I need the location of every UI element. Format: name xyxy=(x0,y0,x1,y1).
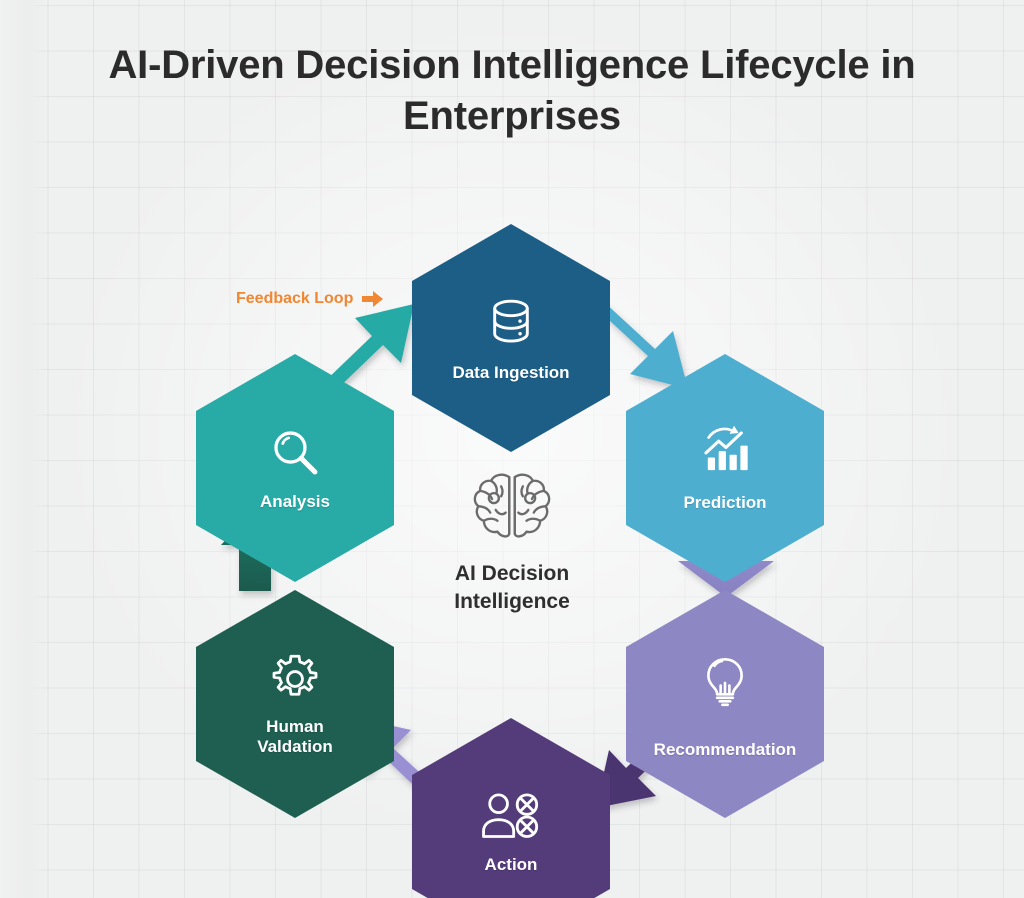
stage-label: Recommendation xyxy=(653,740,797,759)
background-left-band xyxy=(0,0,48,898)
center-label-line-1: AI Decision xyxy=(454,562,570,585)
stage-label: Action xyxy=(484,854,538,874)
arrow-right-icon xyxy=(362,291,384,307)
center-node: AI Decision Intelligence xyxy=(362,470,662,617)
feedback-loop-annotation: Feedback Loop xyxy=(236,290,384,308)
stage-analysis[interactable]: Analysis xyxy=(196,354,394,582)
bar-chart-trend-icon xyxy=(696,423,754,481)
user-settings-icon xyxy=(480,789,542,845)
stage-label: Data Ingestion xyxy=(452,362,570,382)
stage-label-line-1: Human xyxy=(266,716,324,736)
stage-prediction[interactable]: Prediction xyxy=(626,354,824,582)
stage-action[interactable]: Action xyxy=(412,718,610,898)
stage-label: Prediction xyxy=(683,492,767,512)
stage-human-validation[interactable]: Human Valdation xyxy=(196,590,394,818)
center-label-line-2: Intelligence xyxy=(454,590,570,614)
stage-label: Analysis xyxy=(260,491,330,511)
gear-icon xyxy=(267,651,323,707)
center-label: AI Decision Intelligence xyxy=(362,560,662,617)
database-icon xyxy=(482,293,540,351)
stage-label-line-2: Valdation xyxy=(257,737,333,756)
stage-data-ingestion[interactable]: Data Ingestion xyxy=(412,224,610,452)
stage-recommendation[interactable]: Recommendation xyxy=(626,590,824,818)
stage-label: Human Valdation xyxy=(257,717,333,757)
lightbulb-icon xyxy=(697,654,753,710)
brain-icon xyxy=(362,470,662,548)
page-title: AI-Driven Decision Intelligence Lifecycl… xyxy=(108,43,916,139)
feedback-loop-label: Feedback Loop xyxy=(236,290,354,307)
magnifier-icon xyxy=(266,424,324,482)
